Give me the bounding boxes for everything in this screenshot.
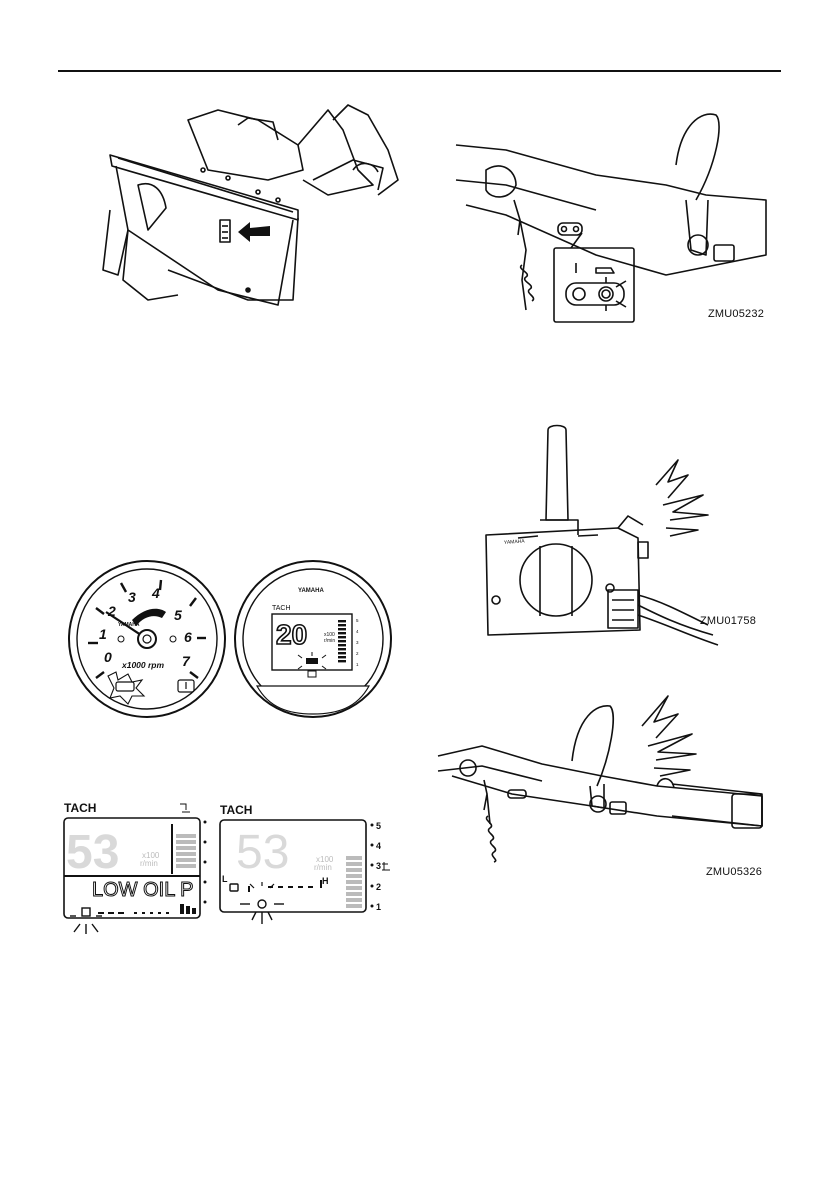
- gauge-number-1: 1: [99, 626, 107, 642]
- gauge-unit-label: x1000 rpm: [121, 660, 164, 670]
- lcd1-label: TACH: [64, 801, 96, 815]
- tiller-handle-buzzer-illustration: [432, 676, 772, 866]
- digital-gauge-reading: 20: [276, 619, 307, 650]
- gauge-number-0: 0: [104, 649, 112, 665]
- arrow-left-icon: [238, 222, 270, 242]
- digital-gauge-label: TACH: [272, 605, 291, 612]
- gauge-brand: YAMAHA: [118, 622, 140, 628]
- lcd2-scale-2: 2: [376, 882, 381, 892]
- lcd2-scale-4: 4: [376, 841, 381, 851]
- lcd2-fuel-icon: [230, 884, 238, 891]
- gauge-number-3: 3: [128, 589, 136, 605]
- lcd2-unit: r/min: [314, 863, 332, 872]
- gauge-number-7: 7: [182, 653, 191, 669]
- digital-gauge-brand: YAMAHA: [298, 588, 324, 594]
- header-rule: [58, 70, 781, 72]
- lcd2-scale-5: 5: [376, 821, 381, 831]
- outboard-lower-unit-illustration: [98, 100, 408, 315]
- gauge-number-5: 5: [174, 607, 182, 623]
- lcd2-label: TACH: [220, 803, 252, 817]
- figure-code-2: ZMU05232: [708, 308, 764, 320]
- lcd1-message: LOW OIL P: [92, 879, 194, 901]
- remote-control-box-illustration: YAMAHA: [478, 420, 728, 650]
- figure-code-4: ZMU01758: [700, 615, 756, 627]
- analog-tachometer-gauge: 0 1 2 3 4 5 6 7 YAMAHA x1000 rpm: [66, 558, 228, 720]
- gauge-number-4: 4: [151, 585, 160, 601]
- lcd2-low-label: L: [222, 874, 228, 884]
- tiller-handle-indicator-illustration: [446, 105, 776, 325]
- lcd1-unit: r/min: [140, 859, 158, 868]
- lcd2-scale-1: 1: [376, 902, 381, 912]
- lcd2-oil-icon: [258, 900, 266, 908]
- lcd2-scale-3: 3: [376, 861, 381, 871]
- digital-gauge-unit: r/min: [324, 638, 335, 644]
- digital-tachometer-gauge: YAMAHA TACH 20 x100 r/min 5 4 3 2 1: [232, 558, 394, 720]
- svg-text:YAMAHA: YAMAHA: [504, 539, 526, 546]
- lcd-tach-display-1: TACH 53 x100 r/min LOW OIL P: [62, 800, 212, 940]
- gauge-number-6: 6: [184, 629, 192, 645]
- figure-code-7: ZMU05326: [706, 866, 762, 878]
- lcd-tach-display-2: TACH 53 x100 r/min L H: [218, 800, 393, 940]
- lcd2-reading: 53: [236, 826, 289, 879]
- lcd1-oil-icon: [82, 908, 90, 916]
- lcd1-reading: 53: [66, 826, 119, 879]
- lcd2-high-label: H: [322, 876, 329, 886]
